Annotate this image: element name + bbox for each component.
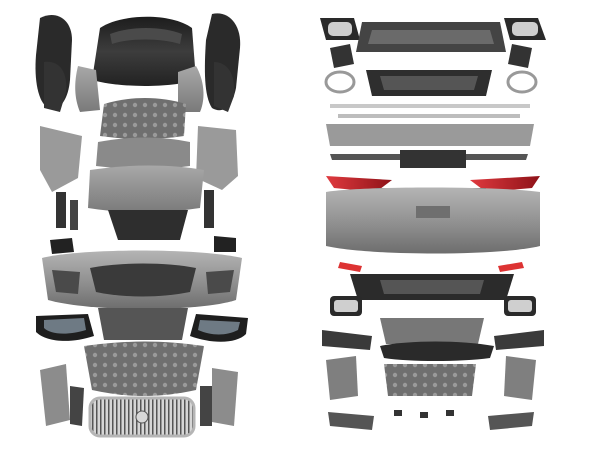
bracket-left-1 [56, 192, 66, 228]
rear-underbody-panel [384, 364, 476, 396]
hood-highlight [110, 28, 182, 44]
right-fender [178, 66, 204, 112]
rear-mount-left [328, 412, 374, 430]
hardware-clip-2 [420, 412, 428, 418]
right-side-skirt [494, 330, 544, 350]
hood-insulation-pad [100, 98, 186, 139]
rear-bumper-reinforcement [326, 124, 534, 146]
rear-end-kit [320, 18, 546, 430]
hardware-clip-1 [394, 410, 402, 416]
bumper-left-vent [52, 270, 80, 294]
front-underbody-panel [88, 165, 204, 213]
front-skid-plate [98, 308, 188, 340]
lower-left-bracket [40, 364, 70, 426]
left-quad-exhaust-inner [334, 300, 358, 312]
left-headlight-lens [44, 318, 86, 334]
rear-diffuser-fins [380, 76, 478, 90]
bracket-left-2 [70, 200, 78, 230]
lower-diffuser-front [84, 341, 204, 396]
rear-bumper [326, 187, 540, 254]
rear-bracket-right [508, 44, 532, 68]
right-headlight-lens [198, 320, 240, 335]
right-tail-light [470, 176, 540, 192]
left-side-skirt [322, 330, 372, 350]
right-rear-liner [214, 62, 235, 112]
left-rear-reflector [338, 262, 362, 272]
left-trim-ring [324, 70, 356, 94]
grille-emblem [135, 410, 149, 424]
radiator-support-right [196, 126, 238, 190]
license-plate-holder [400, 150, 466, 168]
front-lip-spoiler [380, 341, 494, 361]
radiator-support-left [40, 126, 82, 192]
lower-left-bracket-2 [70, 386, 84, 426]
rear-bumper-plate-recess [416, 206, 450, 218]
front-end-kit [35, 13, 248, 438]
engine-cover [96, 137, 190, 169]
left-tail-light [326, 176, 392, 192]
bumper-right-vent [206, 270, 234, 294]
hardware-clip-3 [446, 410, 454, 416]
left-fender [75, 66, 100, 112]
left-mirror-cap [50, 238, 74, 254]
right-mirror-cap [214, 236, 236, 252]
front-splash-guard [108, 210, 188, 240]
front-bumper-intake [90, 263, 196, 297]
right-exhaust-inner [512, 22, 538, 36]
rear-diffuser-lower-fins [380, 280, 484, 294]
rear-skid-plate [380, 318, 484, 344]
rear-right-bracket [504, 356, 536, 400]
rear-bracket-left [330, 44, 354, 68]
right-quad-exhaust-inner [508, 300, 532, 312]
rear-crash-bar-inner [368, 30, 494, 44]
left-exhaust-inner [328, 22, 352, 36]
lower-right-bracket-2 [200, 386, 212, 426]
bracket-right-1 [204, 190, 214, 228]
lower-right-bracket [212, 368, 238, 426]
right-rear-reflector [498, 262, 524, 272]
right-trim-ring [506, 70, 538, 94]
left-rear-liner [44, 61, 67, 112]
chrome-trim-strip-1 [330, 104, 530, 108]
rear-left-bracket [326, 356, 358, 400]
rear-mount-right [488, 412, 534, 430]
chrome-trim-strip-2 [338, 114, 520, 118]
